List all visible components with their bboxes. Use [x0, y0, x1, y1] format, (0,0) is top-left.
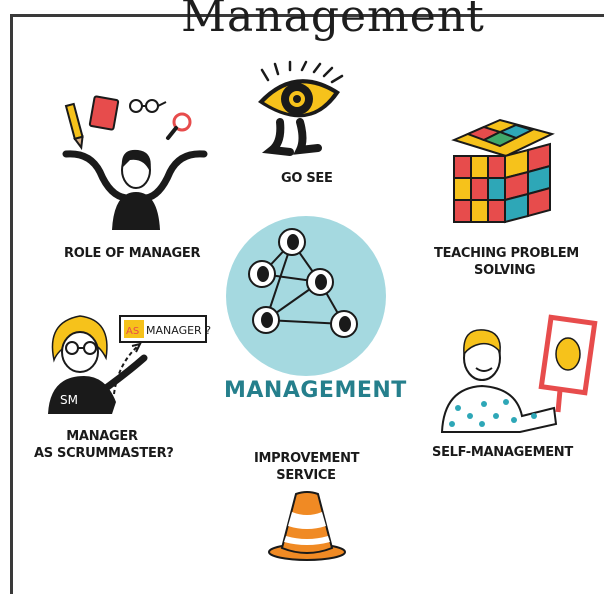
center-management-label: MANAGEMENT: [224, 378, 407, 403]
eye-walking-icon: [258, 60, 344, 156]
improvement-service-label-2: SERVICE: [276, 468, 336, 483]
poster-frame: Management: [10, 0, 604, 594]
juggling-manager-icon: [62, 95, 208, 230]
network-circle-icon: [226, 216, 386, 376]
self-management-label: SELF-MANAGEMENT: [432, 445, 573, 460]
improvement-service-label-1: IMPROVEMENT: [254, 451, 360, 466]
mirror-person-icon: [440, 314, 598, 433]
scrummaster-sign-icon: AS MANAGER ? SM: [48, 315, 211, 414]
rubiks-cube-icon: [451, 118, 555, 224]
manager-as-scrummaster-label-1: MANAGER: [66, 429, 138, 444]
sign-text: MANAGER ?: [146, 324, 211, 337]
manager-as-scrummaster-label-2: AS SCRUMMASTER?: [34, 446, 174, 461]
teaching-problem-solving-label-2: SOLVING: [474, 263, 536, 278]
title-gap: [181, 17, 481, 47]
go-see-label: GO SEE: [281, 171, 333, 186]
page-title: Management: [181, 0, 485, 42]
sign-prefix: AS: [126, 326, 139, 337]
shirt-text: SM: [60, 393, 78, 407]
traffic-cone-icon: [268, 491, 346, 561]
teaching-problem-solving-label-1: TEACHING PROBLEM: [434, 246, 579, 261]
role-of-manager-label: ROLE OF MANAGER: [64, 246, 201, 261]
